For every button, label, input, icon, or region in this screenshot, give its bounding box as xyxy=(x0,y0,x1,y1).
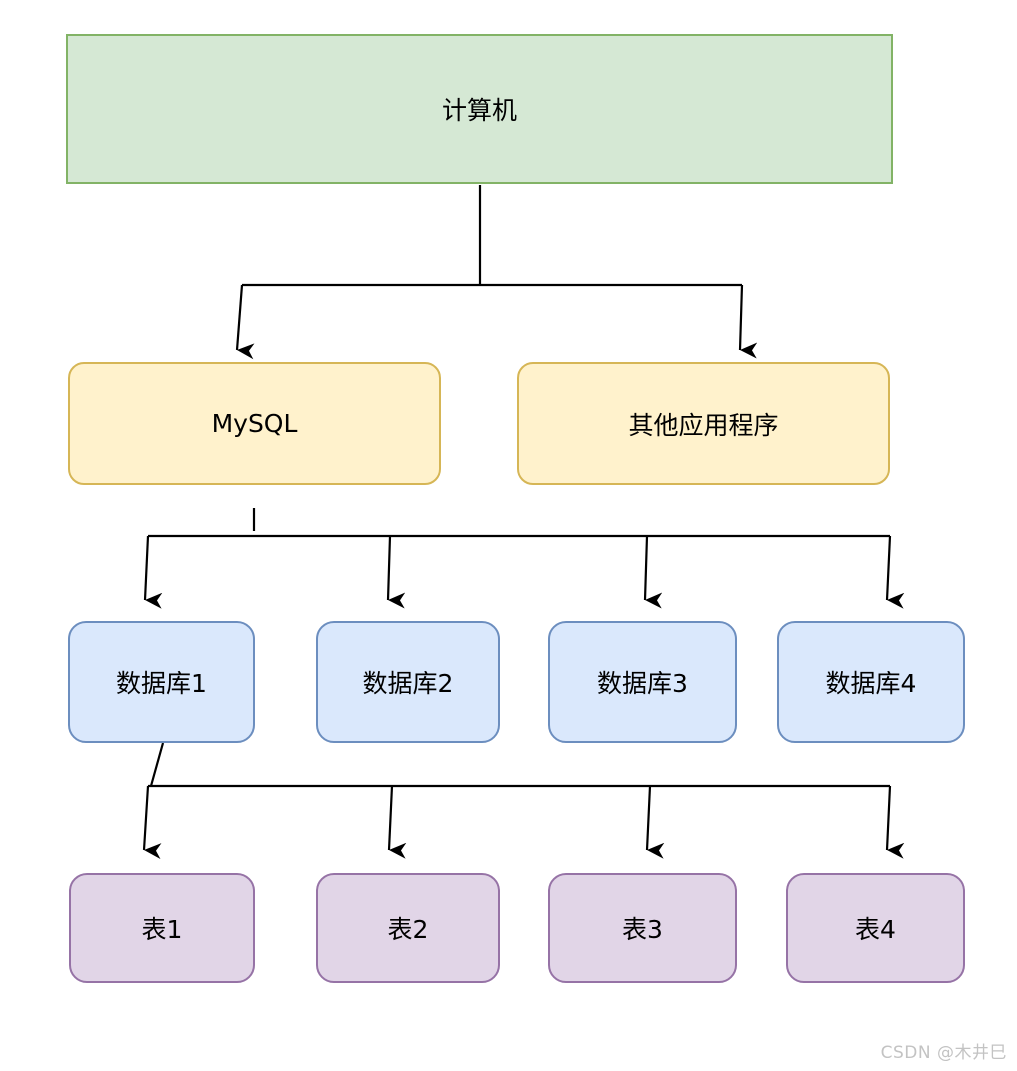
node-database-3: 数据库3 xyxy=(548,621,737,743)
node-mysql-label: MySQL xyxy=(211,409,298,438)
edge-mysql-db2 xyxy=(386,535,406,609)
node-table-4: 表4 xyxy=(786,873,965,983)
node-database-1-label: 数据库1 xyxy=(116,669,207,698)
edge-db1-t4 xyxy=(885,785,905,859)
node-table-1: 表1 xyxy=(69,873,255,983)
edge-db1-t2 xyxy=(387,785,407,859)
edge-mysql-db1 xyxy=(143,535,163,609)
node-mysql: MySQL xyxy=(68,362,441,485)
edge-computer-other xyxy=(738,284,758,359)
edge-db1-t1 xyxy=(142,785,162,860)
edge-mysql-db3 xyxy=(643,535,663,609)
edge-db1-feeder xyxy=(149,742,165,787)
node-database-3-label: 数据库3 xyxy=(597,669,688,698)
edge-db1-t3 xyxy=(645,785,665,859)
node-computer: 计算机 xyxy=(66,34,893,184)
edge-computer-mysql xyxy=(235,284,255,360)
node-table-2: 表2 xyxy=(316,873,500,983)
node-database-4-label: 数据库4 xyxy=(825,669,917,698)
node-computer-label: 计算机 xyxy=(441,96,517,125)
node-other-applications: 其他应用程序 xyxy=(517,362,890,485)
node-database-4: 数据库4 xyxy=(777,621,965,743)
node-database-2: 数据库2 xyxy=(316,621,500,743)
node-table-3: 表3 xyxy=(548,873,737,983)
csdn-watermark: CSDN @木井巳 xyxy=(880,1043,1007,1063)
node-table-2-label: 表2 xyxy=(387,915,429,944)
node-table-3-label: 表3 xyxy=(622,915,663,944)
node-database-1: 数据库1 xyxy=(68,621,255,743)
node-database-2-label: 数据库2 xyxy=(362,669,454,698)
node-table-1-label: 表1 xyxy=(141,915,183,944)
edge-mysql-db4 xyxy=(885,535,905,609)
node-table-4-label: 表4 xyxy=(855,915,896,944)
node-other-applications-label: 其他应用程序 xyxy=(628,410,779,440)
